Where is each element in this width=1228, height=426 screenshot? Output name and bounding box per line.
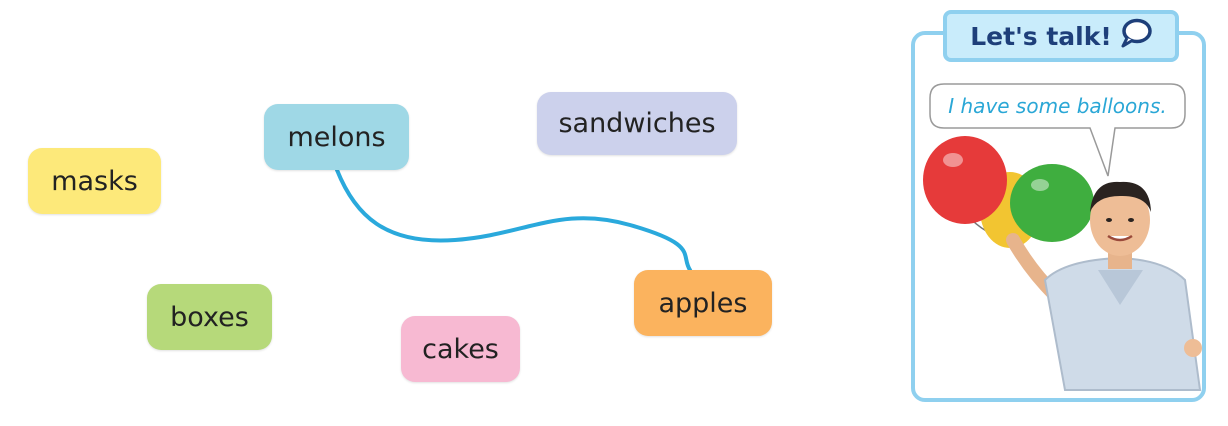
word-label: apples xyxy=(658,287,748,319)
speech-bubble-icon xyxy=(1120,18,1152,54)
speech-text: I have some balloons. xyxy=(948,94,1167,118)
word-label: melons xyxy=(287,121,386,153)
lets-talk-title-text: Let's talk! xyxy=(970,21,1112,51)
word-label: masks xyxy=(51,165,138,197)
word-card-masks[interactable]: masks xyxy=(28,148,161,214)
word-card-sandwiches[interactable]: sandwiches xyxy=(537,92,737,155)
boy-with-balloons-illustration xyxy=(923,136,1202,391)
word-card-apples[interactable]: apples xyxy=(634,270,772,336)
match-line-melons-apples[interactable] xyxy=(335,168,692,272)
word-label: sandwiches xyxy=(558,108,716,139)
red-balloon xyxy=(923,136,1007,224)
word-label: boxes xyxy=(170,301,249,333)
green-balloon xyxy=(1010,164,1094,242)
word-card-melons[interactable]: melons xyxy=(264,104,409,170)
word-card-boxes[interactable]: boxes xyxy=(147,284,272,350)
lets-talk-title: Let's talk! xyxy=(943,10,1179,62)
speech-bubble xyxy=(929,83,1186,177)
word-card-cakes[interactable]: cakes xyxy=(401,316,520,382)
word-label: cakes xyxy=(422,333,499,365)
